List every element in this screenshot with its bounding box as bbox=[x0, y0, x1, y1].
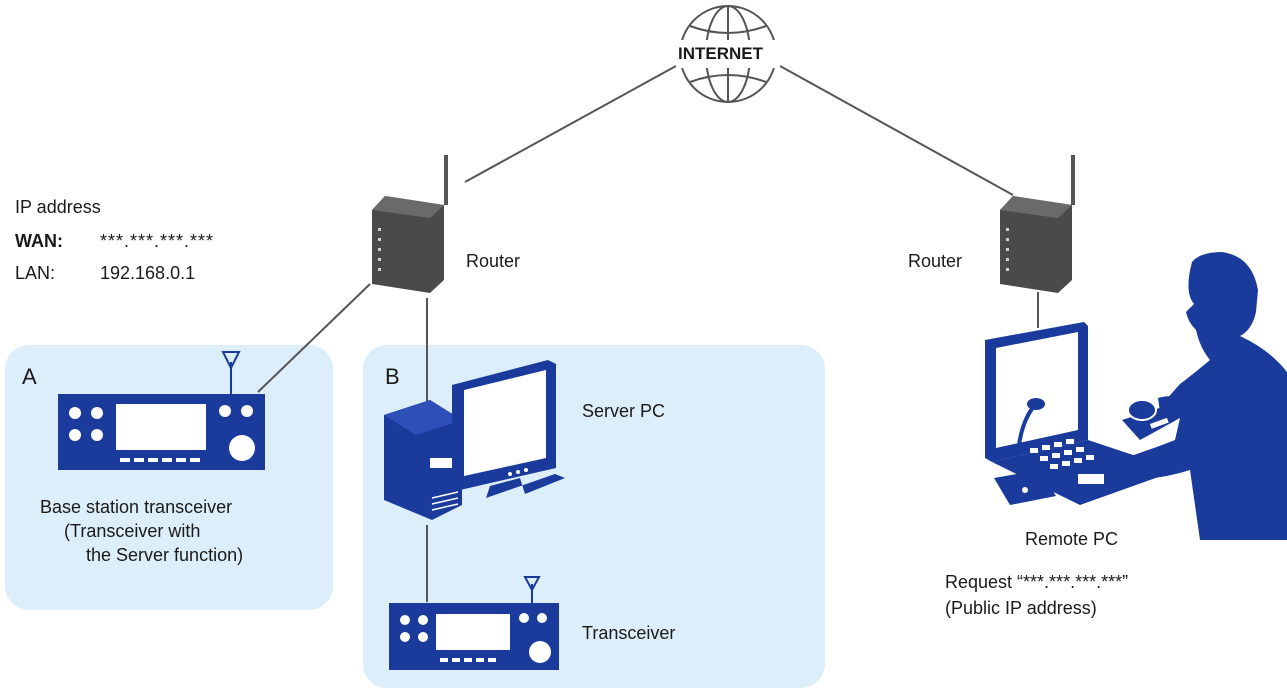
base-station-transceiver-icon bbox=[58, 351, 265, 470]
remote-request-line2: (Public IP address) bbox=[945, 598, 1097, 618]
wan-label: WAN: bbox=[15, 231, 63, 251]
server-pc-icon bbox=[384, 360, 565, 520]
router-icon-left bbox=[372, 155, 448, 293]
internet-label-backdrop bbox=[676, 40, 780, 68]
ip-address-heading: IP address bbox=[15, 197, 101, 217]
wan-value: ***.***.***.*** bbox=[100, 231, 215, 251]
zone-a-background bbox=[5, 345, 333, 610]
transceiver-b-icon bbox=[389, 576, 559, 670]
remote-operator-icon bbox=[985, 252, 1287, 540]
lan-label: LAN: bbox=[15, 263, 56, 283]
transceiver-label: Transceiver bbox=[582, 623, 676, 643]
zone-a-letter: A bbox=[22, 364, 37, 389]
remote-request-line1: Request “***.***.***.***” bbox=[945, 572, 1129, 592]
server-pc-label: Server PC bbox=[582, 401, 666, 421]
router-right-label: Router bbox=[908, 251, 963, 271]
internet-label: INTERNET bbox=[678, 44, 763, 63]
zone-a-caption-line1: Base station transceiver bbox=[40, 497, 233, 517]
zone-b-letter: B bbox=[385, 364, 400, 389]
lan-value: 192.168.0.1 bbox=[100, 263, 196, 283]
zone-a-caption-line2: (Transceiver with bbox=[64, 521, 201, 541]
line-router-left-transceiver-a bbox=[257, 283, 371, 393]
line-internet-router-right bbox=[779, 65, 1014, 196]
router-icon-right bbox=[1000, 155, 1075, 293]
router-left-label: Router bbox=[466, 251, 521, 271]
connection-lines bbox=[257, 65, 1039, 602]
zone-a-caption-line3: the Server function) bbox=[86, 545, 244, 565]
remote-pc-label: Remote PC bbox=[1025, 529, 1119, 549]
line-internet-router-left bbox=[464, 65, 677, 183]
